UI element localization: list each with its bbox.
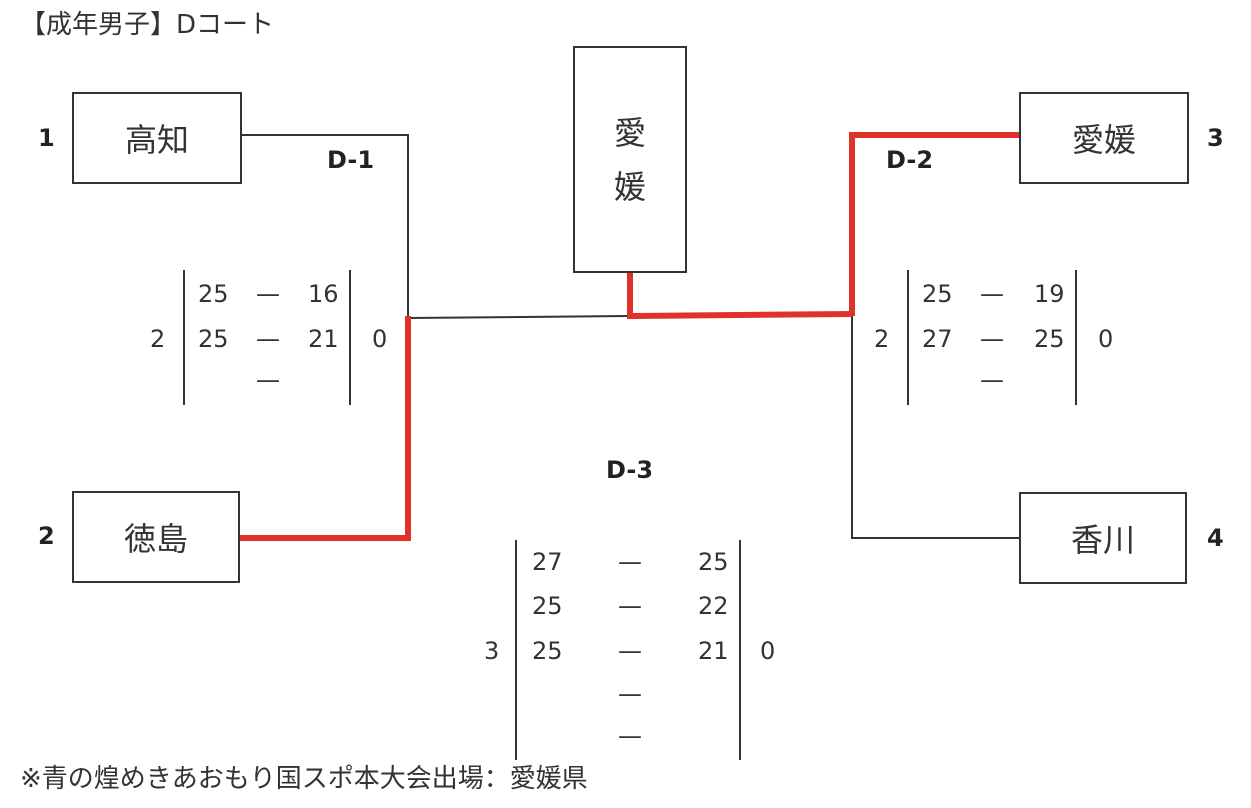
d2-sets-right: 0 <box>1098 325 1114 353</box>
d3-set4-dash: — <box>618 680 642 708</box>
team-name-ehime: 愛媛 <box>1071 121 1136 159</box>
line-d1-to-final <box>407 315 629 319</box>
seed-2: 2 <box>38 522 55 550</box>
match-label-d2: D-2 <box>886 146 934 174</box>
seed-1: 1 <box>38 124 55 152</box>
d3-set5-dash: — <box>618 722 642 750</box>
d3-set3-dash: — <box>618 637 642 665</box>
bracket-lines-winner <box>240 132 1020 541</box>
d3-sets-right: 0 <box>760 637 776 665</box>
team-box-kagawa: 香川 <box>1019 492 1187 584</box>
line-kagawa <box>851 316 1020 539</box>
team-box-ehime: 愛媛 <box>1019 92 1189 184</box>
d2-set1-dash: — <box>980 280 1004 308</box>
d2-set2-dash: — <box>980 325 1004 353</box>
team-name-kagawa: 香川 <box>1070 521 1135 559</box>
d1-set2-dash: — <box>256 325 280 353</box>
d3-set3-right: 21 <box>698 637 729 665</box>
d3-set1-dash: — <box>618 548 642 576</box>
line-tokushima-win <box>240 316 411 541</box>
footnote: ※青の煌めきあおもり国スポ本大会出場：愛媛県 <box>20 764 588 794</box>
line-ehime-win <box>849 132 1020 316</box>
d1-set1-right: 16 <box>308 280 339 308</box>
d1-set1-left: 25 <box>198 280 229 308</box>
d3-set1-left: 27 <box>532 548 563 576</box>
d2-set2-left: 27 <box>922 325 953 353</box>
score-bars <box>183 270 1077 760</box>
d1-set2-left: 25 <box>198 325 229 353</box>
team-name-kochi: 高知 <box>124 121 189 159</box>
d3-set2-dash: — <box>618 592 642 620</box>
match-label-d3: D-3 <box>606 456 654 484</box>
d1-set2-right: 21 <box>308 325 339 353</box>
d2-sets-left: 2 <box>874 325 890 353</box>
d3-set2-right: 22 <box>698 592 729 620</box>
d1-set1-dash: — <box>256 280 280 308</box>
d3-sets-left: 3 <box>484 637 500 665</box>
match-label-d1: D-1 <box>327 146 375 174</box>
team-name-tokushima: 徳島 <box>123 520 188 558</box>
champion-char-2: 媛 <box>613 167 646 206</box>
page-title: 【成年男子】Dコート <box>20 10 275 40</box>
d1-sets-left: 2 <box>150 325 166 353</box>
d2-set1-right: 19 <box>1034 280 1065 308</box>
bracket-lines-normal <box>240 134 1020 539</box>
d2-set1-left: 25 <box>922 280 953 308</box>
d2-set3-dash: — <box>980 366 1004 394</box>
d2-set2-right: 25 <box>1034 325 1065 353</box>
d3-set2-left: 25 <box>532 592 563 620</box>
team-box-kochi: 高知 <box>72 92 242 184</box>
seed-4: 4 <box>1207 524 1224 552</box>
d3-set3-left: 25 <box>532 637 563 665</box>
champion-box: 愛 媛 <box>573 46 687 273</box>
line-kochi <box>240 134 409 318</box>
d3-set1-right: 25 <box>698 548 729 576</box>
line-final-win <box>627 272 853 320</box>
d1-set3-dash: — <box>256 366 280 394</box>
team-box-tokushima: 徳島 <box>72 491 240 583</box>
d1-sets-right: 0 <box>372 325 388 353</box>
champion-char-1: 愛 <box>613 113 646 152</box>
seed-3: 3 <box>1207 124 1224 152</box>
